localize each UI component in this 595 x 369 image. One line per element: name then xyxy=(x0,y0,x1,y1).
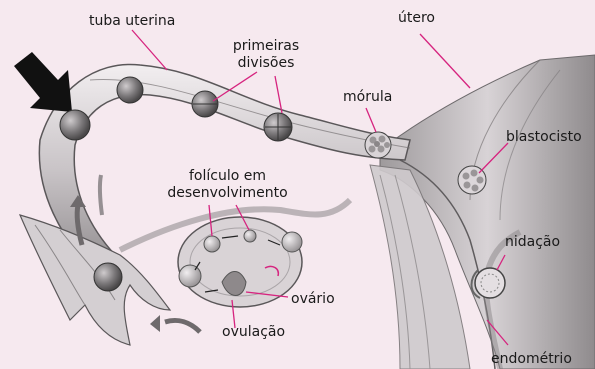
released-egg xyxy=(94,263,122,291)
first-division-cell xyxy=(192,91,218,117)
egg-cell xyxy=(117,77,143,103)
ovulation-arrow xyxy=(165,320,200,332)
label-foliculo: folículo em desenvolvimento xyxy=(160,168,295,202)
entry-arrow xyxy=(14,52,72,112)
label-primeiras-line1: primeiras xyxy=(226,38,306,55)
label-blastocisto: blastocisto xyxy=(506,129,582,146)
follicle xyxy=(204,236,220,252)
label-utero: útero xyxy=(398,10,435,27)
follicle xyxy=(244,230,256,242)
follicle xyxy=(282,232,302,252)
morula-cell xyxy=(365,132,391,158)
follicle xyxy=(179,265,201,287)
label-tuba-uterina: tuba uterina xyxy=(89,13,175,30)
label-primeiras-line2: divisões xyxy=(226,55,306,72)
label-nidacao: nidação xyxy=(505,234,560,251)
label-foliculo-line1: folículo em xyxy=(160,168,295,185)
label-endometrio: endométrio xyxy=(491,351,572,368)
upward-arrow xyxy=(100,175,102,215)
ovulation-arrowhead xyxy=(150,315,160,332)
label-morula: mórula xyxy=(343,89,392,106)
label-primeiras-divisoes: primeiras divisões xyxy=(226,38,306,72)
label-ovario: ovário xyxy=(291,291,335,308)
label-ovulacao: ovulação xyxy=(222,324,285,341)
second-division-cell xyxy=(264,113,292,141)
label-foliculo-line2: desenvolvimento xyxy=(160,185,295,202)
egg-cell xyxy=(60,110,90,140)
